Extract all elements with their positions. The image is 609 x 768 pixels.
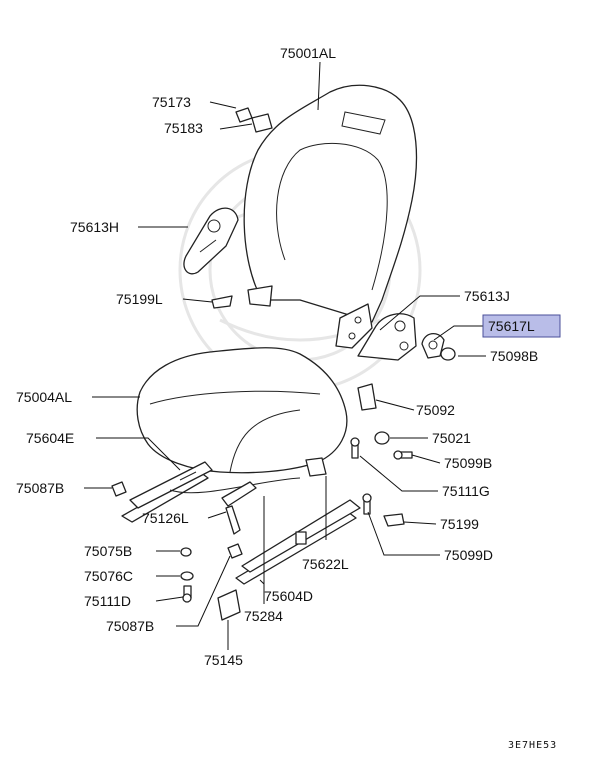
label-75087B-left[interactable]: 75087B xyxy=(16,480,64,496)
label-75111G[interactable]: 75111G xyxy=(442,483,490,499)
clip-75199 xyxy=(383,513,405,527)
label-75092[interactable]: 75092 xyxy=(416,402,455,418)
label-75099D[interactable]: 75099D xyxy=(444,547,493,563)
part-labels: 75001AL 75173 75183 75613H 75199L 75613J… xyxy=(16,45,561,751)
nut-75075B xyxy=(180,547,192,557)
label-75087B-lower[interactable]: 75087B xyxy=(106,618,154,634)
seat-back xyxy=(243,84,418,349)
label-75099B[interactable]: 75099B xyxy=(444,455,492,471)
seat-cushion xyxy=(136,347,348,474)
label-75183[interactable]: 75183 xyxy=(164,120,203,136)
bracket-75622L xyxy=(305,457,327,477)
label-75075B[interactable]: 75075B xyxy=(84,543,132,559)
bolt-75111G xyxy=(350,437,360,459)
label-75173[interactable]: 75173 xyxy=(152,94,191,110)
bolt-75099B xyxy=(393,450,413,460)
label-75284[interactable]: 75284 xyxy=(244,608,283,624)
label-75098B[interactable]: 75098B xyxy=(490,348,538,364)
cap-75098B xyxy=(440,347,456,361)
bracket-75092 xyxy=(357,383,377,411)
rail-75604E xyxy=(121,461,213,523)
label-75126L[interactable]: 75126L xyxy=(142,510,189,526)
bolt-75111D xyxy=(182,585,192,603)
bolt-75099D xyxy=(362,493,372,515)
clip-75199L xyxy=(211,295,233,309)
label-75617L[interactable]: 75617L xyxy=(488,318,535,334)
label-75021[interactable]: 75021 xyxy=(432,430,471,446)
cap-75183 xyxy=(251,113,273,133)
label-75004AL[interactable]: 75004AL xyxy=(16,389,72,405)
label-75622L[interactable]: 75622L xyxy=(302,556,349,572)
label-75604D[interactable]: 75604D xyxy=(264,588,313,604)
diagram-code: 3E7HE53 xyxy=(508,740,557,751)
label-75001AL[interactable]: 75001AL xyxy=(280,45,336,61)
label-75613J[interactable]: 75613J xyxy=(464,288,510,304)
label-75613H[interactable]: 75613H xyxy=(70,219,119,235)
bushing-75021 xyxy=(374,431,390,445)
washer-75076C xyxy=(180,571,194,581)
highlight-75617L xyxy=(482,314,561,338)
clip-75145 xyxy=(217,589,241,621)
label-75199L[interactable]: 75199L xyxy=(116,291,163,307)
label-75076C[interactable]: 75076C xyxy=(84,568,133,584)
leader-lines xyxy=(84,61,486,650)
cover-75613H xyxy=(183,207,239,275)
nut-75087B-left xyxy=(111,481,127,497)
label-75604E[interactable]: 75604E xyxy=(26,430,74,446)
lever-75126L xyxy=(169,477,301,535)
label-75199[interactable]: 75199 xyxy=(440,516,479,532)
nut-75087B-lower xyxy=(227,543,243,559)
clip-75173 xyxy=(235,107,253,123)
label-75111D[interactable]: 75111D xyxy=(84,593,131,609)
label-75145[interactable]: 75145 xyxy=(204,652,243,668)
